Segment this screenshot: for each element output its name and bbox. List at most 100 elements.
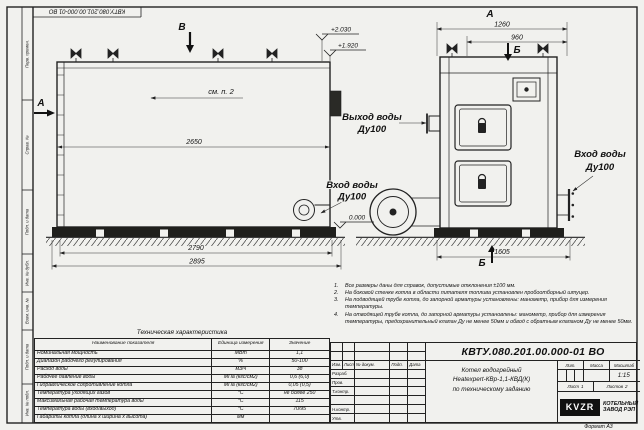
level-mark-top: +2.030 xyxy=(331,27,351,34)
company-cell: KVZR КОТЕЛЬНЫЙ ЗАВОД РЭП xyxy=(558,392,640,422)
note-text: На подводящей трубе котла, до запорной а… xyxy=(345,297,607,311)
param-value: не более 250 xyxy=(269,389,330,399)
note-text: На отводящей трубе котла, до запорной ар… xyxy=(345,311,633,325)
upper-door xyxy=(454,104,512,151)
level-marks xyxy=(315,33,374,229)
note-text: На боковой стенке котла в области питате… xyxy=(345,290,590,297)
param-name: Гидравлическое сопротивление котла xyxy=(33,381,213,391)
tech-table-title: Техническая характеристика xyxy=(136,329,228,336)
dimension-2650: 2650 xyxy=(185,139,202,146)
param-value: 50-100 xyxy=(269,357,330,367)
dimension-960: 960 xyxy=(511,35,523,42)
level-mark-zero: 0.000 xyxy=(349,215,366,222)
sheet-value: 1 xyxy=(581,384,584,389)
title-block-meta: Лит. Масса Масштаб 1:15 Лист 1 Листов xyxy=(558,361,641,422)
outlet-label: Выход воды xyxy=(342,112,402,123)
company-name: КОТЕЛЬНЫЙ ЗАВОД РЭП xyxy=(603,401,638,414)
param-value: 115 xyxy=(269,397,330,407)
param-value: 0,05 (0,5) xyxy=(269,381,330,391)
ground-hatch xyxy=(46,238,345,246)
margin-label: Инв. № подл. xyxy=(25,390,30,416)
col-header: Наименование показателя xyxy=(33,337,213,351)
margin-label: Справ. № xyxy=(25,135,30,154)
sheets-value: 2 xyxy=(624,384,628,389)
tech-table: Наименование показателя Единица измерени… xyxy=(33,337,330,423)
margin-label: Взам. инв. № xyxy=(25,298,30,324)
param-name: Максимальная рабочая температура воды xyxy=(33,397,213,407)
water-inlet-flange xyxy=(556,189,575,221)
param-unit: % xyxy=(211,357,271,367)
boiler-front-view xyxy=(356,43,585,246)
param-name: Температура уходящих газов xyxy=(33,389,213,399)
role-nkontr: Н.контр. xyxy=(331,405,355,414)
company-name-line2: ЗАВОД РЭП xyxy=(603,407,635,413)
see-note-label: см. п. 2 xyxy=(208,87,234,96)
table-row: Габариты котла (длина х ширина х высота)… xyxy=(33,413,330,423)
margin-labels: Перв. примен. Справ. № Подп. и дата Инв.… xyxy=(25,40,30,416)
param-unit: МПа (кгс/см2) xyxy=(211,373,271,383)
role-tkontr: Т.контр. xyxy=(331,387,355,396)
note-item: 3. На подводящей трубе котла, до запорно… xyxy=(334,297,636,311)
param-unit: МВт xyxy=(211,349,271,359)
margin-label: Подп. и дата xyxy=(25,343,30,370)
sheet-frame xyxy=(6,6,638,424)
section-label-v: В xyxy=(178,22,185,33)
side-ladder xyxy=(57,74,64,216)
param-value: 0,6 (6,0) xyxy=(269,373,330,383)
role-razrab: Разраб. xyxy=(331,369,355,378)
scale-label: Масштаб xyxy=(613,362,635,368)
col-izm: Изм. xyxy=(332,360,343,369)
param-value xyxy=(269,413,330,423)
side-inlet-size: Ду100 xyxy=(337,192,367,203)
view-arrows xyxy=(34,32,194,117)
foundation-beam xyxy=(434,228,564,238)
margin-label: Перв. примен. xyxy=(25,40,30,68)
lit-label: Лит. xyxy=(558,361,584,369)
water-outlet-stub xyxy=(426,113,441,134)
flue-flange xyxy=(329,90,342,117)
col-ndokum: № докум. xyxy=(355,360,391,369)
lower-door xyxy=(454,160,512,207)
pump xyxy=(293,199,330,221)
product-name-line1: Котел водогрейный xyxy=(461,367,522,374)
col-header: Единица измерения xyxy=(211,337,271,351)
product-name-line3: по техническому заданию xyxy=(452,385,531,393)
col-header: Значение xyxy=(269,337,330,351)
access-hatch xyxy=(512,77,541,102)
role-utv: Утв. xyxy=(331,414,355,423)
product-name-line2: Heatexpert-КВр-1,1-КВД(К) xyxy=(452,376,531,384)
param-value: 38 xyxy=(269,365,330,375)
role-prov: Пров. xyxy=(331,378,355,387)
note-number: 3. xyxy=(334,297,339,304)
sheet-label: Лист xyxy=(567,384,580,389)
front-inlet-label: Вход воды xyxy=(574,149,625,160)
outlet-size: Ду100 xyxy=(357,124,387,135)
param-name: Диапазон рабочего регулирования xyxy=(33,357,213,367)
company-name-line1: КОТЕЛЬНЫЙ xyxy=(603,400,639,407)
front-view-label-a: А xyxy=(485,9,493,20)
note-number: 2. xyxy=(334,290,339,297)
title-block: Изм. Лист № докум. Подп. Дата Разраб. Пр… xyxy=(330,342,641,423)
sheet-number: Лист 1 xyxy=(558,382,594,391)
tech-table-header: Наименование показателя Единица измерени… xyxy=(33,337,330,351)
product-name: Котел водогрейный Heatexpert-КВр-1,1-КВД… xyxy=(426,361,558,422)
col-data: Дата xyxy=(409,362,421,368)
title-block-main: КВТУ.080.201.00.000-01 ВО Котел водогрей… xyxy=(426,343,641,422)
notes-block: 1. Все размеры даны для справок, допусти… xyxy=(334,283,636,326)
param-value: 1,1 xyxy=(269,349,330,359)
param-name: Номинальная мощность xyxy=(33,349,213,359)
side-view-dimensions xyxy=(34,32,374,270)
sheets-label: Листов xyxy=(606,384,623,389)
dimension-2790: 2790 xyxy=(187,245,204,252)
kvzr-logo: KVZR xyxy=(560,398,600,416)
revision-header-row: Изм. Лист № докум. Подп. Дата xyxy=(331,360,425,370)
tech-characteristics: Техническая характеристика Наименование … xyxy=(33,329,330,423)
note-item: 1. Все размеры даны для справок, допусти… xyxy=(334,283,636,290)
param-name: Расход воды xyxy=(33,365,213,375)
